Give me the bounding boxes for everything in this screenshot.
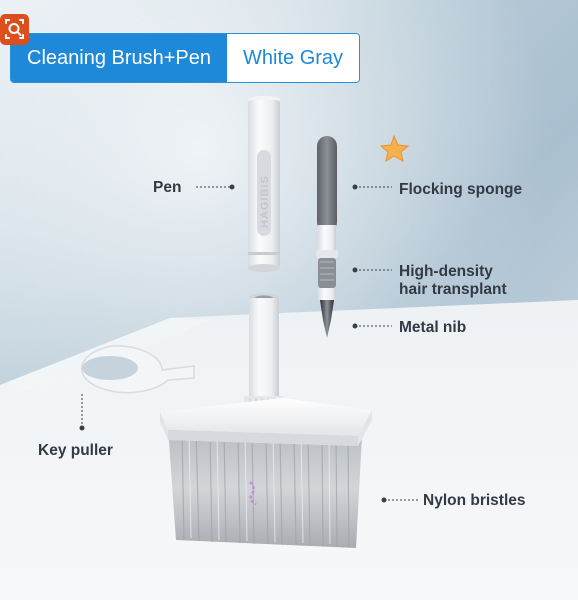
label-hair-transplant-line1: High-density	[399, 263, 493, 280]
label-nylon-bristles: Nylon bristles	[423, 492, 526, 509]
label-hair-transplant-line2: hair transplant	[399, 281, 507, 298]
pen-logo: HAGIBIS	[259, 175, 271, 228]
label-pen: Pen	[153, 179, 182, 196]
variant-option-selected[interactable]: Cleaning Brush+Pen	[11, 34, 228, 82]
brush-body	[160, 293, 372, 548]
cleaning-pen	[316, 136, 338, 338]
label-flocking-sponge: Flocking sponge	[399, 181, 523, 198]
label-metal-nib: Metal nib	[399, 319, 467, 336]
pen-cap: HAGIBIS	[248, 96, 280, 272]
visual-search-icon	[5, 19, 24, 39]
star-sticker-icon	[379, 134, 410, 163]
label-key-puller: Key puller	[38, 442, 113, 459]
callout-lines	[79, 184, 418, 503]
key-puller	[80, 345, 195, 394]
variant-selector: Cleaning Brush+Pen White Gray	[10, 33, 361, 83]
visual-search-button[interactable]	[0, 14, 29, 45]
variant-option-white-gray[interactable]: White Gray	[227, 34, 360, 82]
